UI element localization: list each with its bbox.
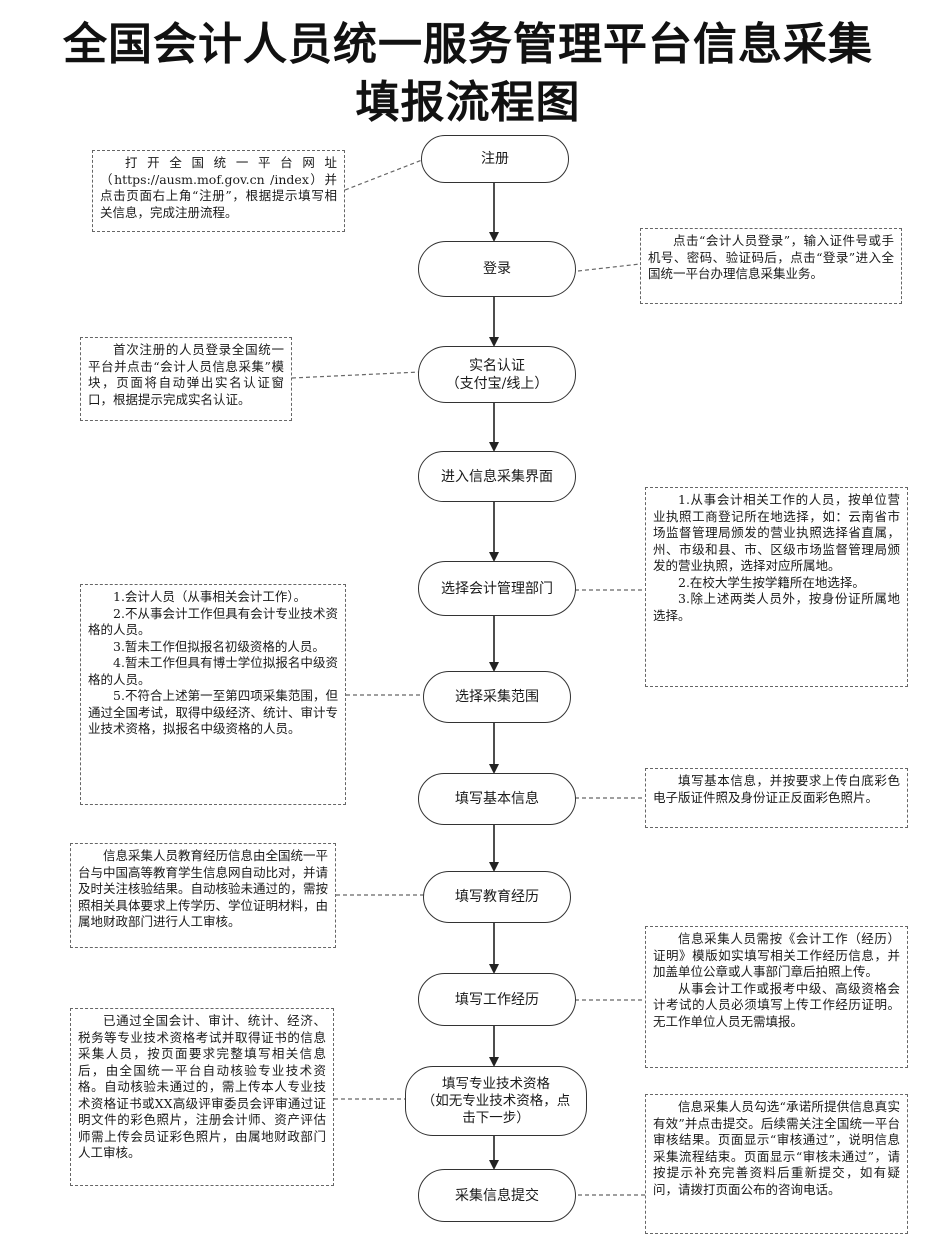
note-realname: 首次注册的人员登录全国统一平台并点击“会计人员信息采集”模块，页面将自动弹出实名… <box>80 337 292 421</box>
step-label: 填写基本信息 <box>455 791 539 807</box>
step-label: 选择会计管理部门 <box>441 580 553 597</box>
note-qualification: 已通过全国会计、审计、统计、经济、税务等专业技术资格考试并取得证书的信息采集人员… <box>70 1008 334 1186</box>
note-scope: 1.会计人员（从事相关会计工作）。 2.不从事会计工作但具有会计专业技术资格的人… <box>80 584 346 805</box>
step-label: 填写教育经历 <box>455 889 539 905</box>
step-sublabel: （支付宝/线上） <box>445 375 549 392</box>
step-label: 进入信息采集界面 <box>441 468 553 485</box>
link-register <box>344 159 423 191</box>
step-register: 注册 <box>421 135 569 183</box>
step-select-scope: 选择采集范围 <box>423 671 571 723</box>
step-enter-collection: 进入信息采集界面 <box>418 451 576 502</box>
step-label: 填写工作经历 <box>455 991 539 1008</box>
diagram-title-line2: 填报流程图 <box>355 77 581 128</box>
step-label: 注册 <box>481 151 509 167</box>
step-realname: 实名认证 （支付宝/线上） <box>418 346 576 403</box>
note-login: 点击“会计人员登录”，输入证件号或手机号、密码、验证码后，点击“登录”进入全国统… <box>640 228 902 304</box>
step-sublabel: （如无专业技术资格，点击下一步） <box>421 1092 571 1126</box>
step-login: 登录 <box>418 241 576 297</box>
step-basic-info: 填写基本信息 <box>418 773 576 825</box>
note-department: 1.从事会计相关工作的人员，按单位营业执照工商登记所在地选择，如：云南省市场监督… <box>645 487 908 687</box>
step-education: 填写教育经历 <box>423 871 571 923</box>
step-label: 填写专业技术资格 <box>442 1075 550 1092</box>
step-label: 实名认证 <box>469 357 525 374</box>
link-realname <box>291 371 421 379</box>
note-work-experience: 信息采集人员需按《会计工作（经历）证明》模版如实填写相关工作经历信息，并加盖单位… <box>645 926 908 1068</box>
note-basic-info: 填写基本信息，并按要求上传白底彩色电子版证件照及身份证正反面彩色照片。 <box>645 768 908 828</box>
note-register: 打开全国统一平台网址（https://ausm.mof.gov.cn /inde… <box>92 150 345 232</box>
note-education: 信息采集人员教育经历信息由全国统一平台与中国高等教育学生信息网自动比对，并请及时… <box>70 843 336 948</box>
step-label: 选择采集范围 <box>455 689 539 705</box>
note-submit: 信息采集人员勾选“承诺所提供信息真实有效”并点击提交。后续需关注全国统一平台审核… <box>645 1094 908 1234</box>
step-select-department: 选择会计管理部门 <box>418 561 576 616</box>
step-label: 采集信息提交 <box>455 1187 539 1204</box>
step-submit: 采集信息提交 <box>418 1169 576 1222</box>
step-qualification: 填写专业技术资格 （如无专业技术资格，点击下一步） <box>405 1066 587 1136</box>
link-login <box>577 263 641 272</box>
step-label: 登录 <box>483 261 511 277</box>
step-work-experience: 填写工作经历 <box>418 973 576 1026</box>
diagram-title-line1: 全国会计人员统一服务管理平台信息采集 <box>63 19 873 70</box>
